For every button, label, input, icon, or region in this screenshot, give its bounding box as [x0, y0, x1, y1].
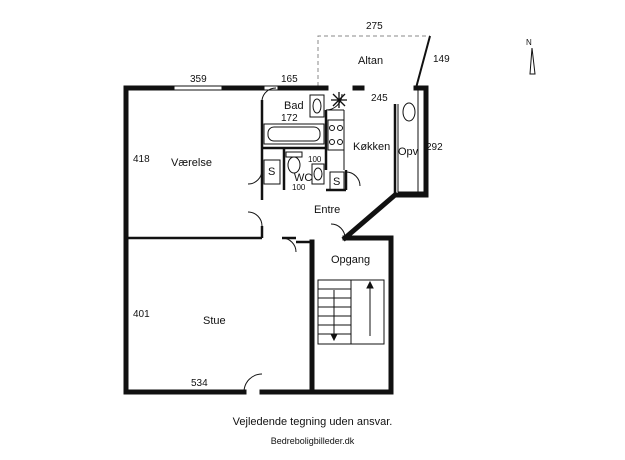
- dim-stue-depth: 401: [133, 309, 150, 320]
- stove: [327, 119, 345, 151]
- kitchen-sink: [402, 102, 416, 122]
- sink: [309, 94, 325, 118]
- windows: [166, 85, 354, 395]
- stair-arrows: [330, 280, 374, 342]
- stairs: [317, 279, 385, 345]
- dim-vaerelse-width: 359: [190, 74, 207, 85]
- dim-bad-width: 165: [281, 74, 298, 85]
- dim-wc-depth: 100: [292, 183, 306, 192]
- dim-vaerelse-depth: 418: [133, 154, 150, 165]
- closet-label-1: S: [268, 166, 275, 178]
- disclaimer-text: Vejledende tegning uden ansvar.: [232, 416, 393, 428]
- room-label-bad: Bad: [284, 100, 304, 112]
- dim-kokken-width: 245: [371, 93, 388, 104]
- toilet: [285, 151, 303, 174]
- wc-sink: [311, 163, 325, 185]
- room-label-opv: Opv: [398, 146, 419, 158]
- dim-opv-depth: 292: [426, 142, 443, 153]
- balcony-outline: [317, 35, 430, 86]
- outer-walls: [123, 85, 429, 395]
- room-label-vaerelse: Værelse: [171, 157, 212, 169]
- extractor-fan-icon: [331, 92, 347, 108]
- room-label-stue: Stue: [203, 315, 226, 327]
- room-label-opgang: Opgang: [331, 254, 370, 266]
- compass-label: N: [526, 38, 532, 47]
- dim-bad-depth: 172: [281, 113, 298, 124]
- interior-walls: [126, 100, 397, 244]
- room-label-entre: Entre: [314, 204, 340, 216]
- closet-label-2: S: [333, 176, 340, 188]
- compass-icon: N: [526, 38, 536, 75]
- door-swings: [243, 87, 361, 393]
- kitchen-counter: [328, 90, 424, 193]
- bathtub: [263, 123, 325, 145]
- dim-stue-width: 534: [191, 378, 208, 389]
- room-label-wc: WC: [294, 172, 312, 184]
- room-label-altan: Altan: [358, 55, 383, 67]
- dim-wc-width: 100: [308, 155, 322, 164]
- closets: [263, 159, 345, 191]
- dim-altan-width: 275: [366, 21, 383, 32]
- room-label-kokken: Køkken: [353, 141, 390, 153]
- balcony-railing: [415, 35, 431, 89]
- credit-text: Bedreboligbilleder.dk: [270, 436, 355, 446]
- dim-altan-depth: 149: [433, 54, 450, 65]
